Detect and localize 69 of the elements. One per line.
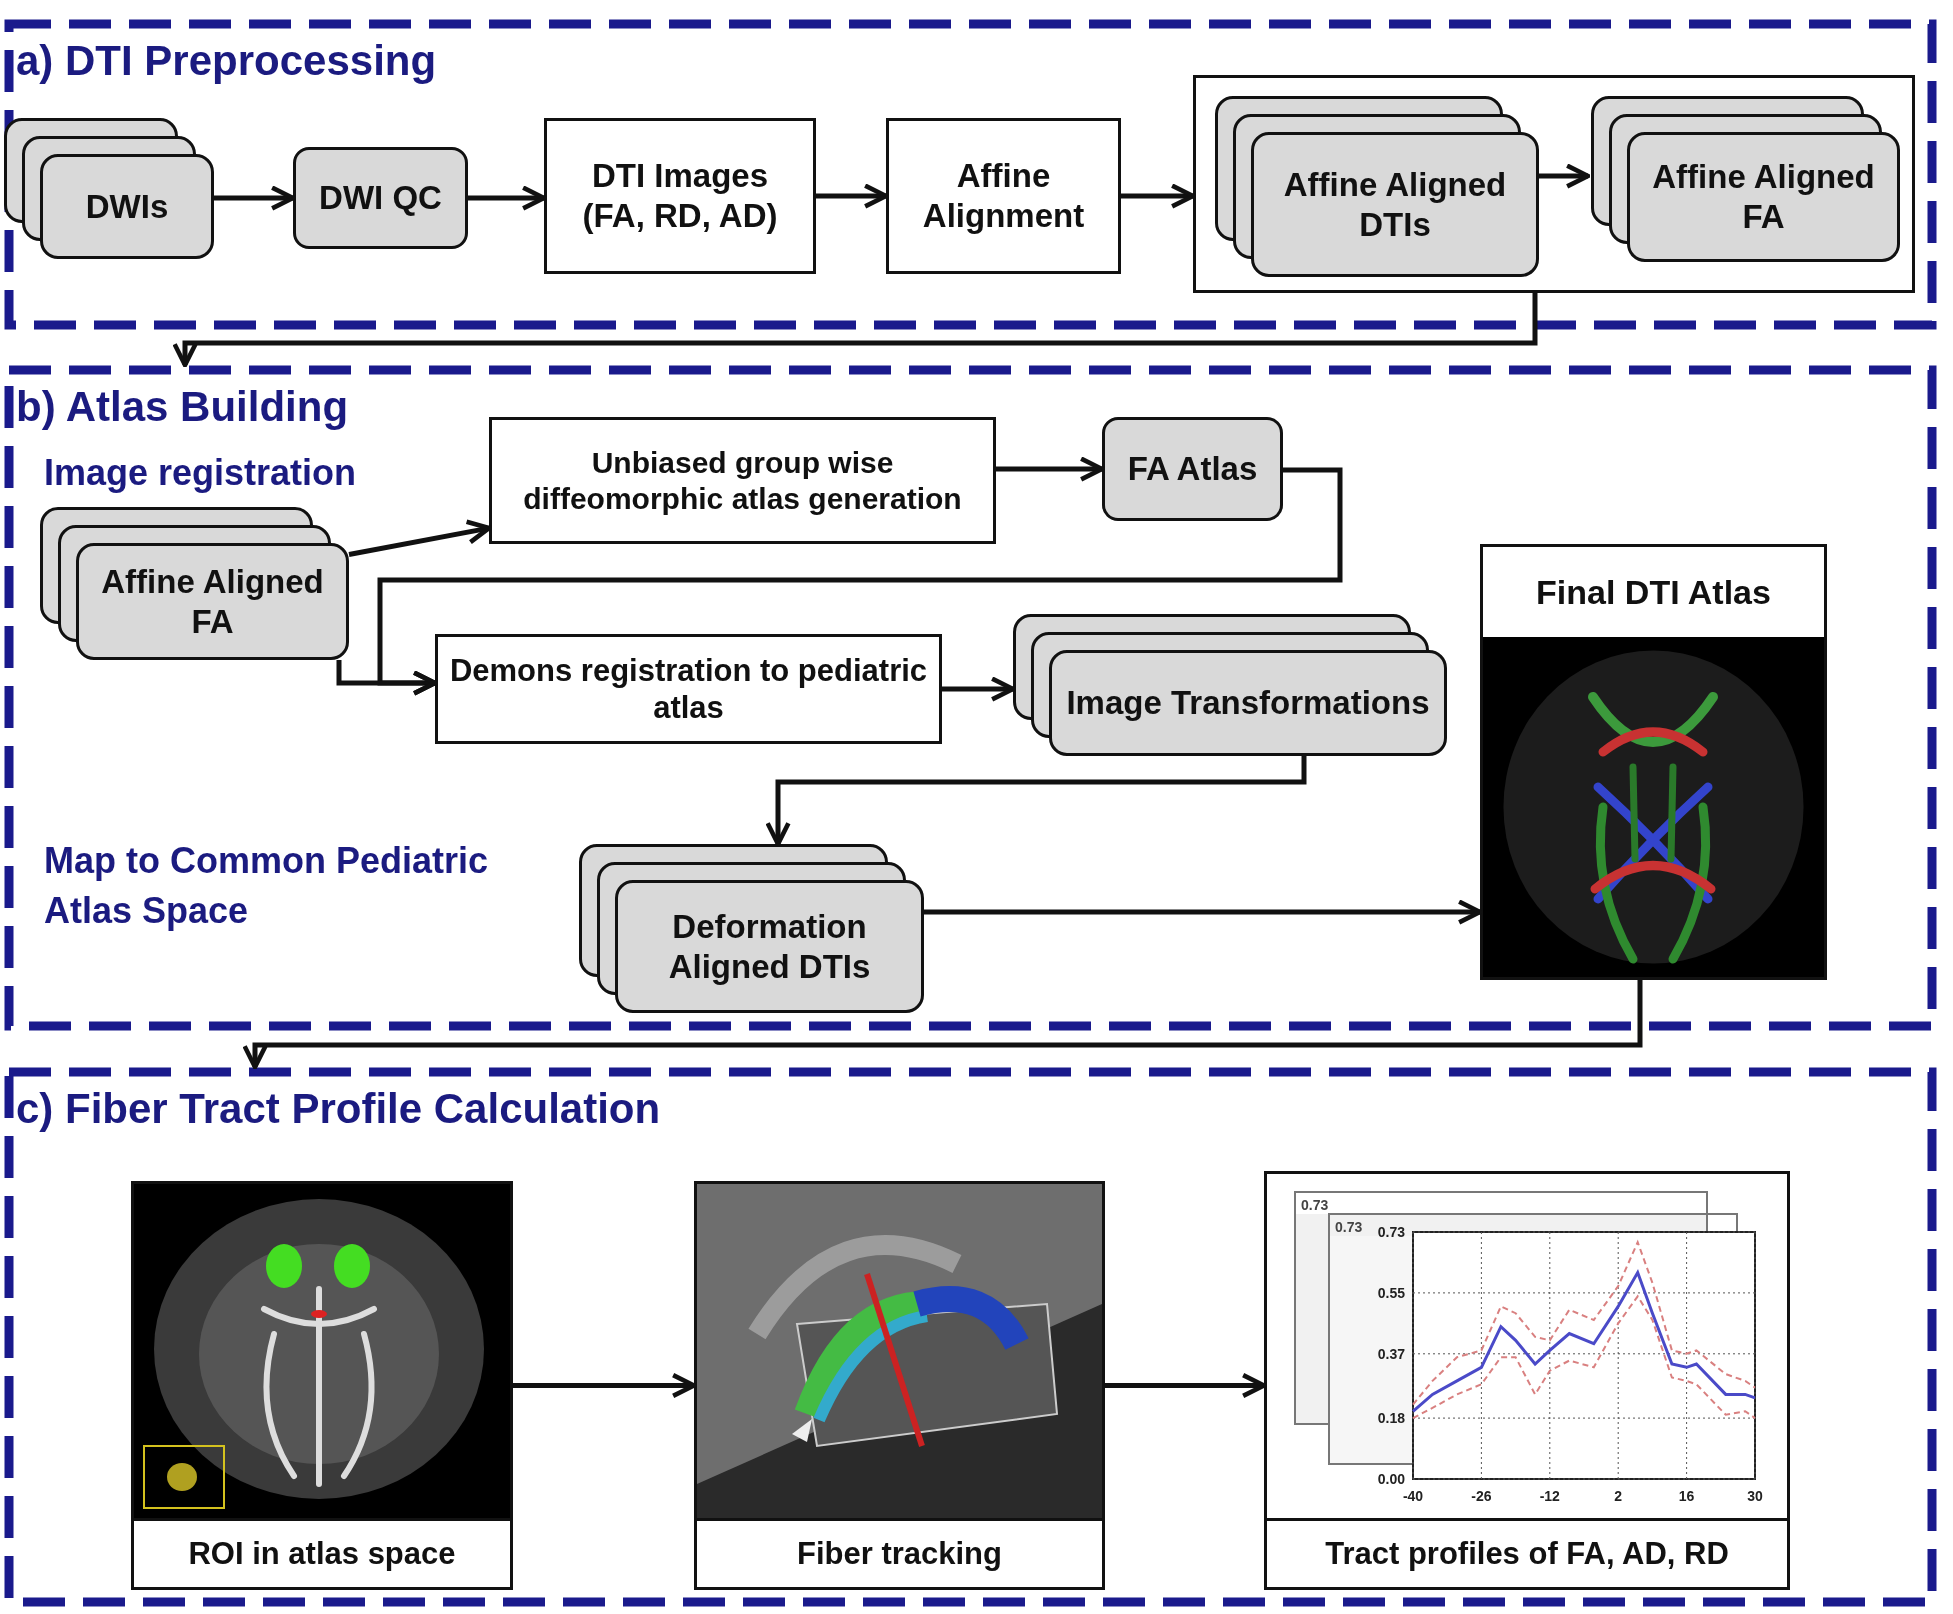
- image-panel: [694, 1181, 1105, 1590]
- arrow: [1536, 163, 1591, 189]
- axis-tick-label: 0.00: [1377, 1471, 1405, 1487]
- stacked-card: [4, 118, 214, 259]
- section-heading: a) DTI Preprocessing: [16, 37, 437, 84]
- node-label: Affine Aligned FA: [1651, 157, 1876, 237]
- image-panel: [131, 1181, 513, 1590]
- axis-tick-label: 0.73: [1335, 1219, 1363, 1235]
- axis-tick-label: 0.55: [1377, 1284, 1405, 1301]
- arrow: [1121, 183, 1196, 209]
- node-label: DTI Images (FA, RD, AD): [581, 156, 779, 236]
- chart-panel: [1264, 1171, 1790, 1590]
- arrow: [924, 899, 1483, 925]
- arrow: [942, 676, 1016, 702]
- stacked-card: [1215, 96, 1539, 277]
- axis-tick-label: -40: [1402, 1488, 1424, 1504]
- arrow: [242, 980, 1643, 1070]
- annotation-text: Map to Common Pediatric Atlas Space: [44, 839, 490, 934]
- axis-tick-label: 0.37: [1377, 1345, 1405, 1362]
- arrow: [214, 185, 296, 211]
- axis-tick-label: -12: [1539, 1488, 1560, 1504]
- axis-tick-label: 0.73: [1301, 1197, 1329, 1213]
- annotation-text: Image registration: [44, 451, 358, 495]
- axis-tick-label: 0.73: [1377, 1224, 1405, 1240]
- axis-tick-label: 0.18: [1377, 1410, 1405, 1427]
- node-label: Tract profiles of FA, AD, RD: [1325, 1536, 1729, 1572]
- axis-tick-label: 16: [1678, 1488, 1695, 1504]
- node-label: ROI in atlas space: [188, 1536, 456, 1572]
- group-box: [1193, 75, 1915, 293]
- rounded-box: [1102, 417, 1283, 521]
- node-label: Deformation Aligned DTIs: [667, 906, 872, 987]
- process-box: [489, 417, 996, 544]
- arrow: [513, 1372, 697, 1399]
- node-label: DWIs: [85, 186, 169, 227]
- node-label: Affine Alignment: [921, 156, 1086, 236]
- panel-heading: Final DTI Atlas: [1536, 572, 1771, 612]
- node-label: FA Atlas: [1127, 449, 1258, 489]
- arrow: [1105, 1372, 1267, 1399]
- node-label: Affine Aligned DTIs: [1282, 164, 1508, 245]
- stacked-card: [1591, 96, 1900, 262]
- node-label: Unbiased group wise diffeomorphic atlas generation: [522, 444, 963, 517]
- stacked-card: [1013, 614, 1447, 756]
- process-box: [886, 118, 1121, 274]
- rounded-box: [293, 147, 468, 249]
- process-box: [544, 118, 816, 274]
- section-heading: c) Fiber Tract Profile Calculation: [16, 1085, 661, 1132]
- image-panel: [1480, 544, 1827, 980]
- axis-tick-label: 2: [1614, 1488, 1623, 1504]
- axis-tick-label: -26: [1471, 1488, 1492, 1504]
- arrow: [816, 183, 889, 209]
- arrow: [336, 660, 438, 696]
- dashed-section-frame: [4, 1067, 1937, 1607]
- dashed-section-frame: [4, 365, 1937, 1031]
- stacked-card: [40, 507, 349, 660]
- process-box: [435, 634, 942, 744]
- node-label: Fiber tracking: [797, 1536, 1002, 1572]
- dashed-section-frame: [4, 19, 1937, 330]
- stacked-card: [579, 844, 924, 1013]
- node-label: Affine Aligned FA: [100, 561, 325, 642]
- node-label: Demons registration to pediatric atlas: [448, 651, 929, 727]
- arrow: [348, 519, 492, 557]
- node-label: DWI QC: [319, 178, 442, 218]
- arrow: [468, 185, 547, 211]
- arrow: [172, 293, 1538, 368]
- node-label: Image Transformations: [1066, 683, 1430, 723]
- section-heading: b) Atlas Building: [16, 383, 349, 430]
- arrow: [765, 756, 1307, 847]
- axis-tick-label: 30: [1747, 1488, 1763, 1504]
- arrow: [996, 456, 1105, 482]
